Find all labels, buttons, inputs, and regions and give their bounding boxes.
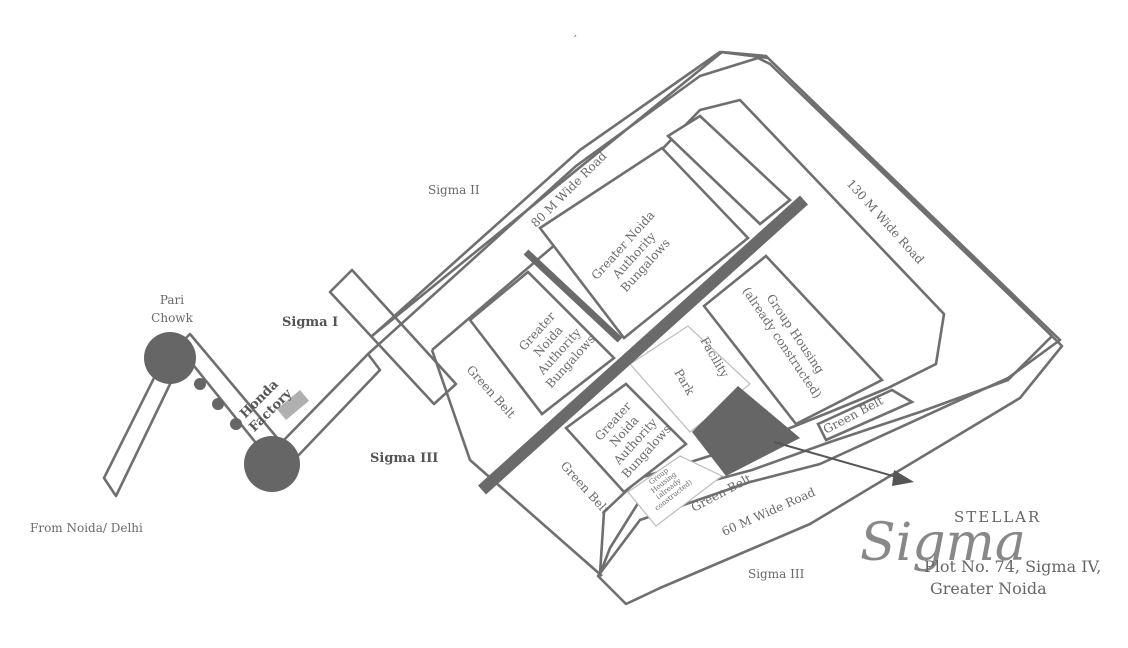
road-sigma-cross xyxy=(328,268,458,406)
pointer-arrow-head xyxy=(892,470,914,486)
top-mark: ′ xyxy=(574,33,577,47)
label-from-noida: From Noida/ Delhi xyxy=(30,521,143,535)
plot-group-housing xyxy=(702,254,885,426)
label-pari: Pari xyxy=(160,293,184,307)
perimeter-west xyxy=(430,349,603,577)
label-sigma-3-bottom: Sigma III xyxy=(748,567,805,581)
roundabout-pari-chowk xyxy=(144,332,196,384)
brand-stellar: STELLAR xyxy=(954,508,1041,526)
road-from-noida xyxy=(102,368,174,498)
roundabout-sigma xyxy=(244,436,300,492)
plot-bungalows-top xyxy=(538,146,750,340)
plot-top-right xyxy=(665,114,792,226)
brand-sigma: Sigma xyxy=(860,513,1026,573)
label-chowk: Chowk xyxy=(151,311,193,325)
road-dot xyxy=(194,378,206,390)
address-line-2: Greater Noida xyxy=(930,579,1047,598)
label-sigma-3-left: Sigma III xyxy=(370,451,438,466)
honda-factory-block xyxy=(277,389,309,421)
plot-stellar-sigma xyxy=(692,386,800,476)
plot-green-belt-right xyxy=(816,388,915,442)
pointer-arrow-line xyxy=(773,441,901,479)
plot-bungalows-bottom xyxy=(564,382,688,494)
address-line-1: Plot No. 74, Sigma IV, xyxy=(924,557,1101,576)
label-sigma-2: Sigma II xyxy=(428,183,480,197)
road-dot xyxy=(212,398,224,410)
road-divider-short xyxy=(523,249,623,343)
plot-bungalows-left xyxy=(468,270,616,416)
plot-group-housing-small xyxy=(627,455,724,527)
label-sigma-1: Sigma I xyxy=(282,315,338,330)
road-divider-main xyxy=(477,195,809,495)
road-dot xyxy=(230,418,242,430)
